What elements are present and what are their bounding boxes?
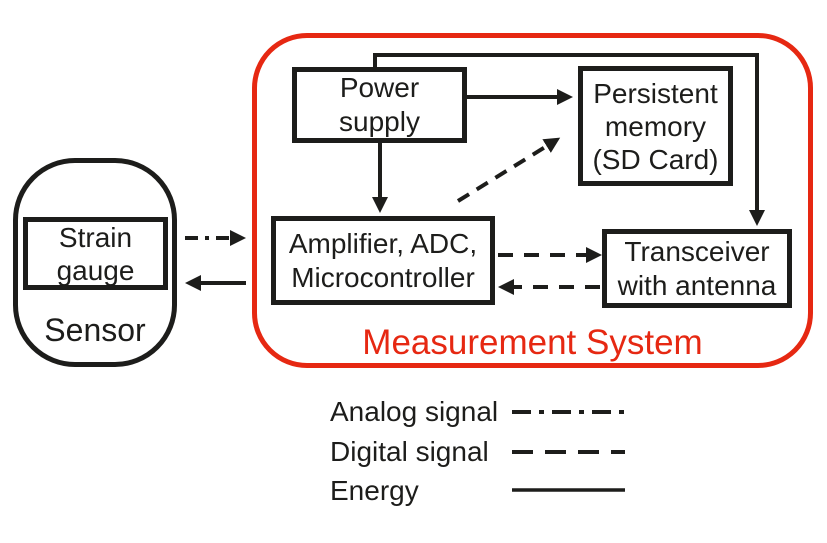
- power-supply-label: Power supply: [339, 72, 420, 137]
- strain-gauge-label: Strain gauge: [56, 221, 135, 286]
- persistent-memory-label: Persistent memory (SD Card): [592, 77, 719, 175]
- amplifier-box: Amplifier, ADC, Microcontroller: [271, 216, 495, 305]
- energy-arrow-power-to-transceiver: [373, 53, 765, 226]
- legend-label-analog: Analog signal: [330, 396, 499, 427]
- transceiver-label: Transceiver with antenna: [617, 235, 777, 301]
- legend-label-digital: Digital signal: [330, 436, 489, 467]
- persistent-memory-box: Persistent memory (SD Card): [578, 66, 733, 186]
- sensor-outline: [13, 158, 177, 367]
- legend-label-energy: Energy: [330, 475, 419, 506]
- power-supply-box: Power supply: [292, 67, 467, 143]
- sensor-caption: Sensor: [44, 312, 146, 348]
- measurement-system-outline: [252, 33, 813, 368]
- digital-arrow-amplifier-to-memory: [456, 137, 561, 203]
- amplifier-label: Amplifier, ADC, Microcontroller: [288, 227, 478, 293]
- strain-gauge-box: Strain gauge: [23, 217, 168, 290]
- measurement-system-caption: Measurement System: [362, 323, 703, 362]
- transceiver-box: Transceiver with antenna: [602, 229, 792, 308]
